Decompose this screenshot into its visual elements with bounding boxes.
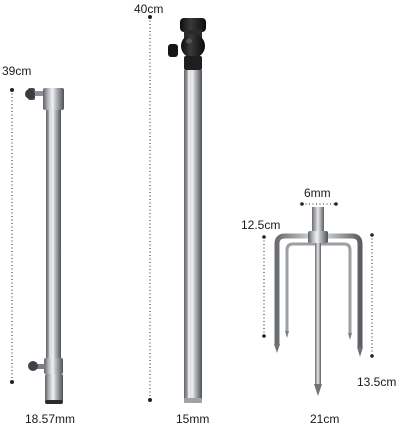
- stake-center-rod: [315, 243, 321, 385]
- pole1-length-label: 39cm: [2, 64, 32, 78]
- pole1-dim-end-bottom: [10, 380, 14, 384]
- pole2-diameter-label: 15mm: [176, 412, 210, 426]
- pole2-tube: [184, 70, 202, 400]
- pole-2: [148, 15, 206, 403]
- stake-width-label: 21cm: [310, 412, 340, 426]
- pole2-length-label: 40cm: [134, 2, 164, 16]
- pole1-diameter-label: 18.57mm: [25, 412, 76, 426]
- stake-top-tube: [312, 207, 324, 233]
- pole1-foot: [45, 374, 63, 402]
- pole2-dim-end-top: [148, 15, 152, 19]
- stake-center-tip: [314, 384, 322, 396]
- stake-inner-prong-label: 12.5cm: [241, 218, 281, 232]
- pole1-top-knob-icon: [25, 88, 44, 100]
- stake-rod-diameter-label: 6mm: [304, 186, 331, 200]
- stake-hub: [308, 231, 328, 243]
- pole2-end-cap: [184, 398, 202, 403]
- stake-prong-tip-inner-right: [348, 333, 352, 340]
- stake-prong-tip-inner-left: [285, 331, 289, 338]
- pole2-ball-head-icon: [168, 18, 206, 70]
- pole1-dim-end-top: [10, 88, 14, 92]
- ground-stake: [262, 202, 374, 396]
- stake-prong-tip-right: [357, 347, 363, 357]
- pole1-tube: [46, 110, 61, 358]
- stake-prong-tip-left: [274, 344, 280, 353]
- pole2-dim-end-bottom: [148, 398, 152, 402]
- pole1-clamp-knob-icon: [28, 361, 45, 371]
- pole1-top-collar: [43, 88, 64, 110]
- stake-outer-prong-label: 13.5cm: [357, 375, 397, 389]
- pole-1: [10, 88, 64, 404]
- pole1-clamp: [44, 358, 63, 374]
